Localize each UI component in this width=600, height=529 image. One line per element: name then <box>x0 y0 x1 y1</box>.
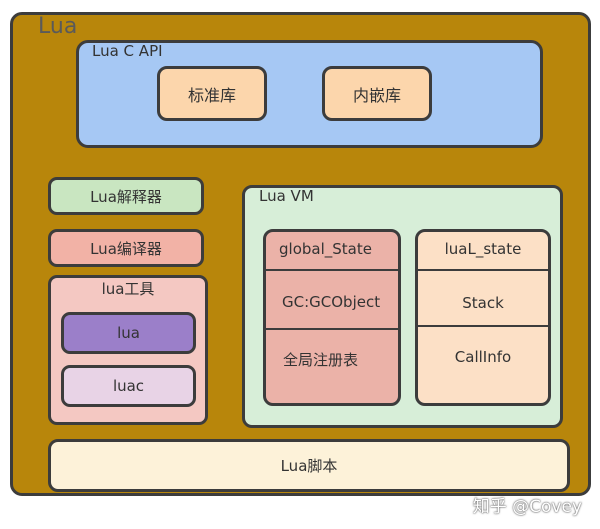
lua-state-header: luaL_state <box>444 240 522 258</box>
embedded-library-box: 内嵌库 <box>322 66 432 121</box>
lua-state-box <box>415 229 551 406</box>
lua-tools-title: lua工具 <box>101 280 155 298</box>
lua-state-divider <box>415 325 551 327</box>
standard-library-box: 标准库 <box>157 66 267 121</box>
global-state-header: global_State <box>279 240 372 258</box>
global-registry-field: 全局注册表 <box>283 351 359 369</box>
lua-c-api-box <box>76 40 543 148</box>
lua-tool-box: lua <box>61 312 196 354</box>
lua-container-title: Lua <box>38 14 78 39</box>
lua-script-box: Lua脚本 <box>48 439 570 492</box>
global-state-divider <box>263 269 401 271</box>
luac-tool-box: luac <box>61 365 196 407</box>
lua-c-api-title: Lua C API <box>92 42 163 60</box>
lua-state-divider <box>415 269 551 271</box>
lua-interpreter-box: Lua解释器 <box>48 177 204 215</box>
stack-field: Stack <box>462 294 504 312</box>
lua-vm-title: Lua VM <box>259 187 314 205</box>
watermark: 知乎 @Covey <box>472 497 582 517</box>
global-state-box <box>263 229 401 406</box>
callinfo-field: CallInfo <box>454 348 512 366</box>
gc-object-field: GC:GCObject <box>282 293 381 311</box>
lua-compiler-box: Lua编译器 <box>48 229 204 267</box>
global-state-divider <box>263 328 401 330</box>
